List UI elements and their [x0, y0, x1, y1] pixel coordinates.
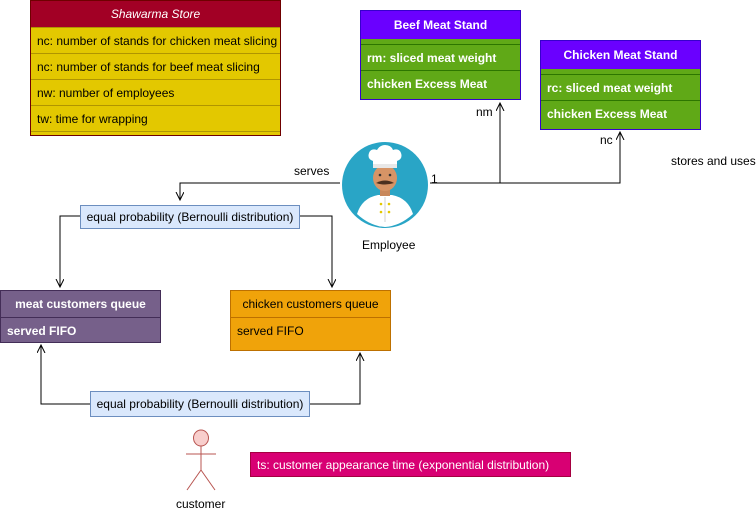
- shawarma-store-row: nc: number of stands for chicken meat sl…: [31, 27, 280, 53]
- shawarma-store-row: tw: time for wrapping: [31, 105, 280, 131]
- chicken-queue-box[interactable]: chicken customers queue served FIFO: [230, 290, 391, 351]
- dist-bottom-chicken-connector: [310, 353, 360, 405]
- meat-queue-title: meat customers queue: [15, 297, 146, 311]
- employee-label: Employee: [362, 238, 416, 252]
- beef-stand-row: chicken Excess Meat: [361, 70, 520, 96]
- serves-label: serves: [294, 164, 330, 178]
- shawarma-store-row: nc: number of stands for beef meat slici…: [31, 53, 280, 79]
- chicken-multiplicity-label: nc: [600, 133, 613, 147]
- distribution-bottom-text: equal probability (Bernoulli distributio…: [96, 397, 304, 411]
- distribution-top-text: equal probability (Bernoulli distributio…: [86, 210, 294, 224]
- serves-connector: [180, 182, 340, 200]
- distribution-bottom-box[interactable]: equal probability (Bernoulli distributio…: [90, 391, 310, 417]
- appearance-time-text: ts: customer appearance time (exponentia…: [257, 457, 550, 472]
- beef-stand-box[interactable]: Beef Meat Stand rm: sliced meat weight c…: [360, 10, 521, 100]
- chicken-queue-title: chicken customers queue: [242, 297, 379, 311]
- shawarma-store-row: nw: number of employees: [31, 79, 280, 105]
- chicken-stand-row: rc: sliced meat weight: [541, 74, 700, 100]
- beef-stand-row: rm: sliced meat weight: [361, 44, 520, 70]
- chicken-stand-title: Chicken Meat Stand: [541, 41, 700, 69]
- appearance-time-box[interactable]: ts: customer appearance time (exponentia…: [250, 452, 571, 477]
- employee-chef-icon[interactable]: [340, 140, 430, 230]
- customer-label: customer: [176, 497, 226, 511]
- one-multiplicity-label: 1: [431, 172, 438, 186]
- chicken-queue-row: served FIFO: [231, 317, 390, 343]
- customer-actor-icon[interactable]: [183, 428, 219, 494]
- beef-multiplicity-label: nm: [476, 105, 493, 119]
- dist-bottom-meat-connector: [41, 345, 90, 405]
- dist-top-chicken-connector: [300, 215, 332, 287]
- shawarma-store-footer: [31, 131, 280, 135]
- beef-stand-title: Beef Meat Stand: [361, 11, 520, 39]
- meat-queue-row: served FIFO: [1, 317, 160, 343]
- chicken-stand-row: chicken Excess Meat: [541, 100, 700, 126]
- shawarma-store-box[interactable]: Shawarma Store nc: number of stands for …: [30, 0, 281, 136]
- distribution-top-box[interactable]: equal probability (Bernoulli distributio…: [80, 205, 300, 229]
- dist-top-meat-connector: [60, 215, 80, 287]
- stores-and-uses-label: stores and uses: [671, 154, 756, 168]
- chicken-stand-box[interactable]: Chicken Meat Stand rc: sliced meat weigh…: [540, 40, 701, 130]
- employee-chicken-connector: [500, 132, 620, 184]
- shawarma-store-title: Shawarma Store: [31, 1, 280, 27]
- meat-queue-box[interactable]: meat customers queue served FIFO: [0, 290, 161, 343]
